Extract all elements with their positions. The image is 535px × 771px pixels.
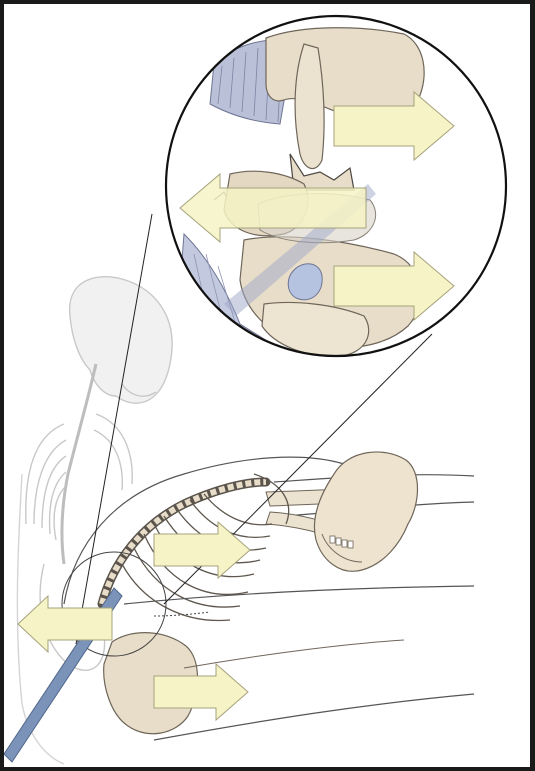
ghost-skull (70, 277, 172, 403)
injury-illustration (4, 4, 530, 767)
femur-bone (184, 640, 404, 668)
ghost-spine (62, 364, 96, 564)
reclined-body (62, 452, 474, 740)
spinous-process-upper (295, 44, 324, 169)
head-outline (314, 452, 417, 571)
illustration-canvas (4, 4, 530, 767)
